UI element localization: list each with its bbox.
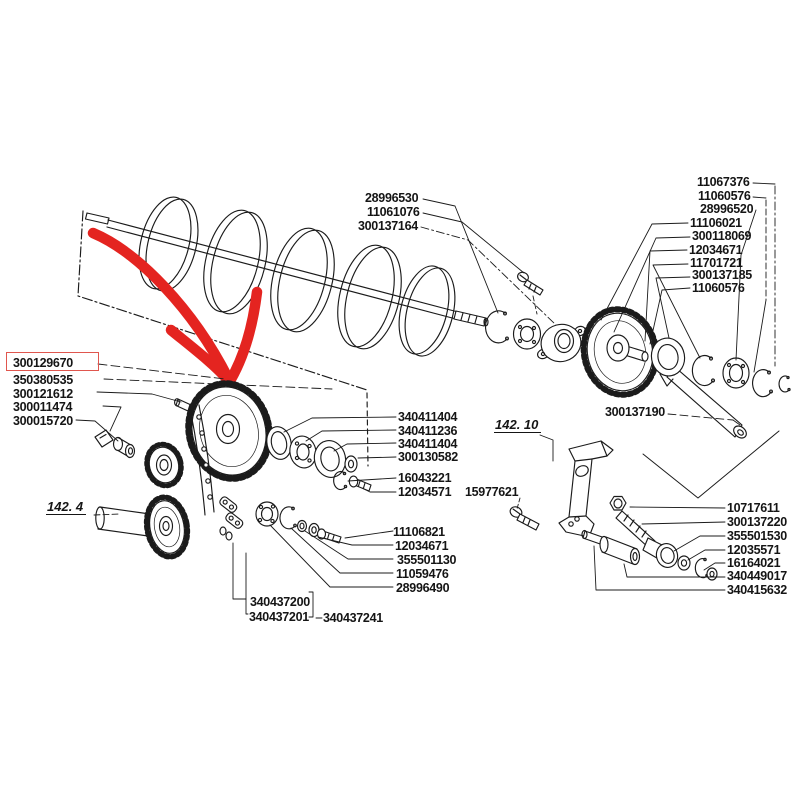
part-label[interactable]: 300015720 (13, 414, 73, 428)
part-label[interactable]: 11059476 (396, 567, 449, 581)
part-label[interactable]: 300137185 (692, 268, 752, 282)
tensioner-rod-drawing (581, 495, 718, 581)
part-label[interactable]: 11060576 (698, 189, 751, 203)
part-label[interactable]: 300121612 (13, 387, 73, 401)
bearing-flange-row-drawing (484, 271, 586, 363)
part-label[interactable]: 28996490 (396, 581, 450, 595)
part-label[interactable]: 300130582 (398, 450, 458, 464)
part-label[interactable]: 28996520 (700, 202, 754, 216)
part-label[interactable]: 12035571 (727, 543, 781, 557)
v-pointer-line (642, 430, 780, 499)
figure-ref-142-4[interactable]: 142. 4 (46, 500, 87, 515)
leader-lines (75, 182, 776, 619)
key-and-bushing-drawing (94, 429, 136, 459)
hub-washer-set-drawing (266, 426, 372, 492)
part-label[interactable]: 340437201 (249, 610, 309, 624)
part-label[interactable]: 300137164 (358, 219, 418, 233)
part-label[interactable]: 16043221 (398, 471, 452, 485)
lower-mid-parts-drawing (255, 501, 342, 544)
lower-shaft-drawing (95, 506, 151, 537)
part-label[interactable]: 340437241 (323, 611, 383, 625)
part-label[interactable]: 12034671 (689, 243, 743, 257)
part-label[interactable]: 12034671 (395, 539, 449, 553)
part-label[interactable]: 300137190 (605, 405, 665, 419)
chain-sprocket-right-drawing (580, 306, 660, 398)
idler-sprocket-drawing (144, 441, 184, 489)
part-label[interactable]: 340411404 (398, 410, 458, 424)
part-label[interactable]: 12034571 (398, 485, 452, 499)
part-label[interactable]: 340411404 (398, 437, 458, 451)
lower-sprocket-drawing (143, 494, 191, 560)
part-label[interactable]: 11106821 (393, 525, 445, 539)
part-label[interactable]: 11106021 (690, 216, 742, 230)
part-label[interactable]: 28996530 (365, 191, 419, 205)
part-label[interactable]: 10717611 (727, 501, 780, 515)
support-bracket-drawing (558, 440, 614, 538)
part-label[interactable]: 15977621 (465, 485, 519, 499)
part-label-highlighted[interactable]: 300129670 (13, 356, 73, 370)
part-label[interactable]: 340415632 (727, 583, 787, 597)
part-label[interactable]: 355501130 (397, 553, 457, 567)
figure-ref-142-10[interactable]: 142. 10 (494, 418, 542, 433)
part-label[interactable]: 355501530 (727, 529, 787, 543)
part-label[interactable]: 11701721 (690, 256, 743, 270)
part-label[interactable]: 340437200 (250, 595, 310, 609)
part-label[interactable]: 300011474 (13, 400, 73, 414)
part-label[interactable]: 11060576 (692, 281, 745, 295)
part-label[interactable]: 11061076 (367, 205, 420, 219)
bolt-drawing (509, 506, 540, 531)
part-label[interactable]: 300137220 (727, 515, 787, 529)
auger-screw-drawing (84, 196, 489, 357)
part-label[interactable]: 340449017 (727, 569, 787, 583)
circlip-bearing-set-drawing (691, 354, 791, 398)
drive-sprocket-large-drawing (185, 380, 273, 482)
part-label[interactable]: 16164021 (727, 556, 781, 570)
highlight-box (6, 352, 99, 371)
part-label[interactable]: 350380535 (13, 373, 73, 387)
roller-chain-drawing (189, 404, 244, 541)
part-label[interactable]: 300118069 (692, 229, 752, 243)
crank-arm-drawing (650, 337, 747, 439)
part-label[interactable]: 340411236 (398, 424, 458, 438)
frame-outline (77, 210, 369, 467)
part-label[interactable]: 11067376 (697, 175, 750, 189)
